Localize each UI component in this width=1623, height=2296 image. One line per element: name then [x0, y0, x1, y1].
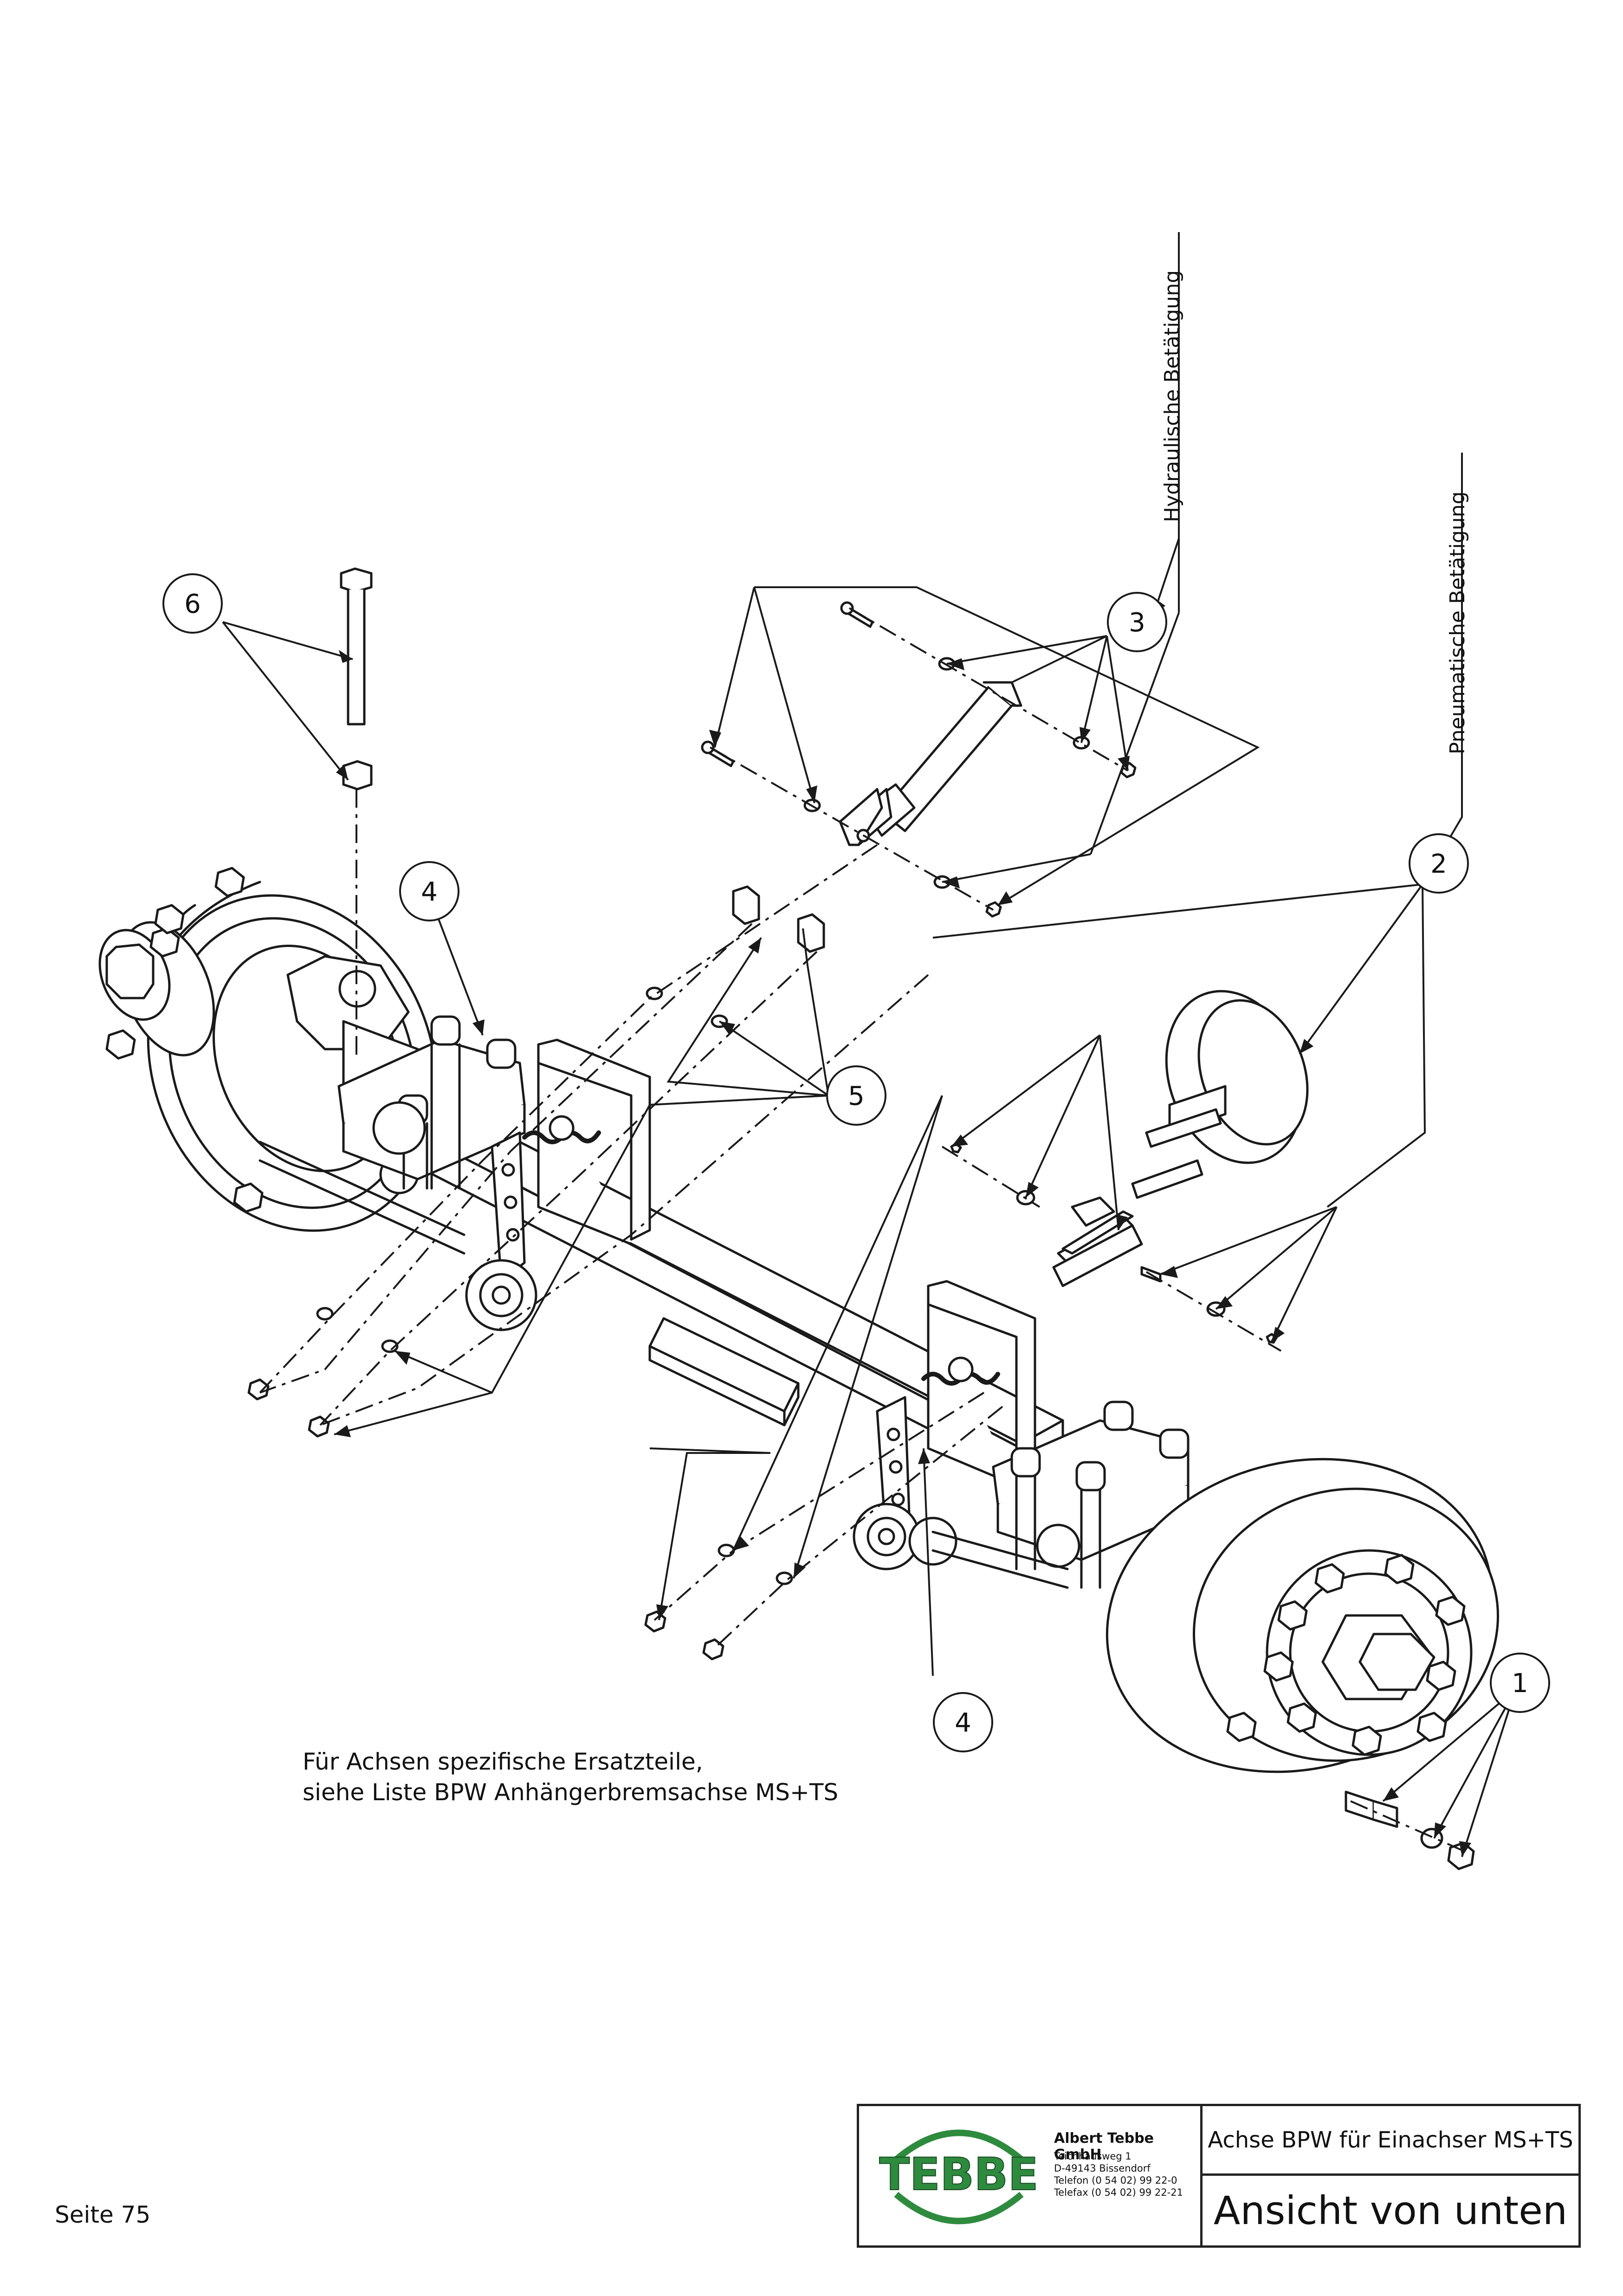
view-name: Ansicht von unten: [1213, 2188, 1568, 2233]
callout-4-bottom: 4: [955, 1708, 971, 1738]
page-number: Seite 75: [55, 2201, 151, 2228]
long-bolt-and-nut: [340, 567, 373, 791]
pneumatic-brake-chamber: [1052, 990, 1309, 1287]
hydraulic-cylinder: [839, 681, 1022, 846]
left-spring-seat: [337, 1015, 526, 1190]
right-spring-seat: [992, 1401, 1190, 1589]
label-hydraulic-actuation: Hydraulische Betätigung: [1160, 270, 1184, 522]
spare-parts-note: Für Achsen spezifische Ersatzteile, sieh…: [303, 1748, 839, 1806]
svg-text:TEBBE: TEBBE: [879, 2148, 1039, 2200]
callout-6: 6: [184, 589, 201, 619]
label-pneumatic-actuation: Pneumatische Betätigung: [1446, 491, 1469, 754]
address-line: Teichhausweg 1: [1054, 2151, 1132, 2162]
company-name: Albert Tebbe GmbH: [1054, 2130, 1154, 2163]
leader-arrowheads: [334, 599, 1471, 1857]
drawing-title: Achse BPW für Einachser MS+TS: [1203, 2106, 1578, 2176]
tebbe-logo: TEBBE: [879, 2129, 1039, 2225]
callout-2: 2: [1430, 849, 1447, 879]
right-wheel-nuts: [1226, 1554, 1466, 1756]
callout-numbers: 6 3 2 4 5 4 1: [184, 589, 1528, 1738]
callout-5: 5: [848, 1081, 865, 1111]
callout-4-top: 4: [421, 877, 438, 907]
callout-3: 3: [1129, 608, 1145, 638]
callout-circles: [162, 573, 1550, 1752]
address-line: D-49143 Bissendorf: [1054, 2163, 1151, 2174]
left-wheel-nuts: [105, 867, 264, 1213]
title-block: TEBBE Albert Tebbe GmbH Teichhausweg 1 D…: [857, 2104, 1581, 2248]
leader-lines: [222, 232, 1516, 1857]
wheel-bolt-set: [1345, 1790, 1475, 1870]
left-brake-bracket: [465, 1038, 651, 1331]
address-line: Telefon (0 54 02) 99 22-0: [1054, 2175, 1177, 2186]
callout-1: 1: [1512, 1668, 1528, 1699]
address-line: Telefax (0 54 02) 99 22-21: [1054, 2187, 1183, 2198]
company-cell: TEBBE Albert Tebbe GmbH Teichhausweg 1 D…: [859, 2106, 1203, 2245]
